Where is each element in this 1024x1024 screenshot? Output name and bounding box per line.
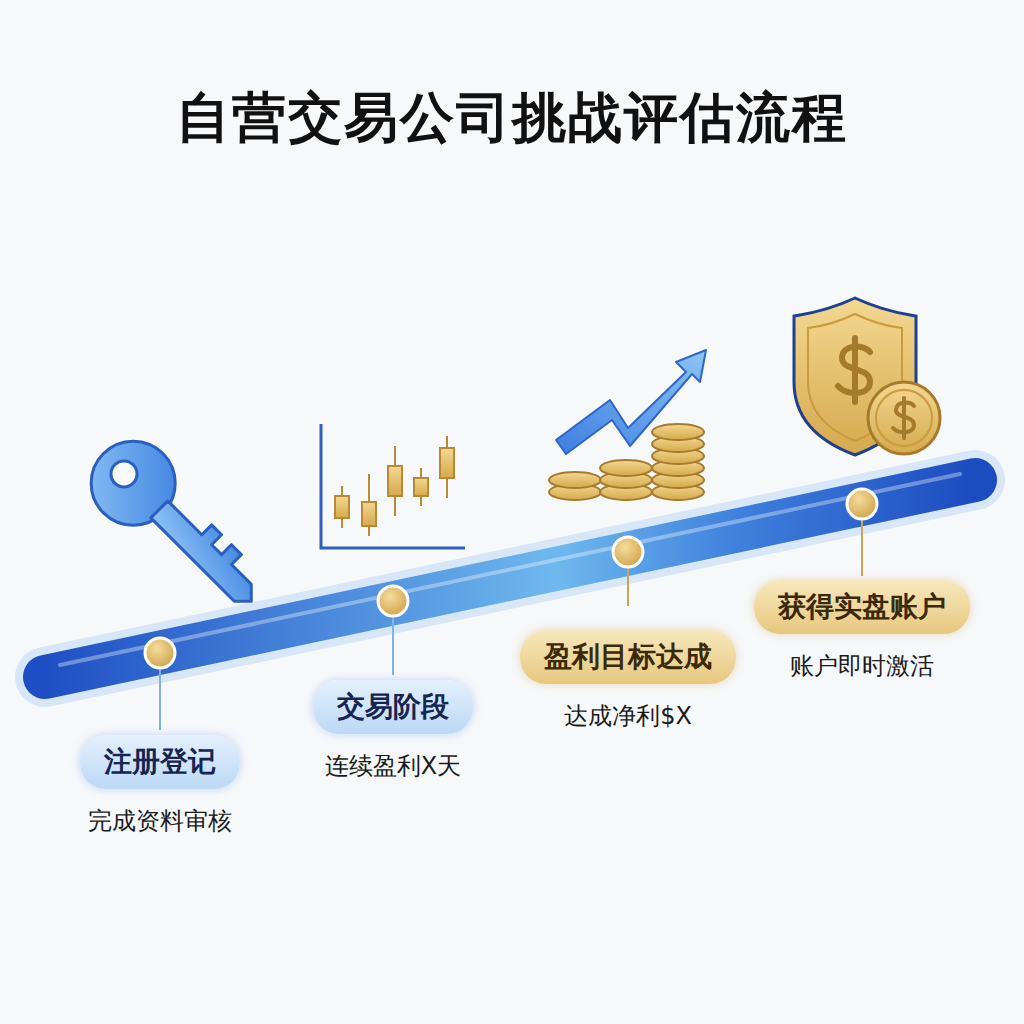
stage-label: 交易阶段 <box>313 680 473 734</box>
stage-label: 注册登记 <box>80 735 240 789</box>
stage-description: 达成净利$X <box>564 700 692 732</box>
shield-icon <box>794 298 940 455</box>
diagram-title: 自营交易公司挑战评估流程 <box>0 82 1024 155</box>
candlestick-icon <box>321 424 465 548</box>
stage-label: 盈利目标达成 <box>520 630 736 684</box>
stage-node: 交易阶段连续盈利X天 <box>313 680 473 782</box>
stage-description: 完成资料审核 <box>88 805 232 837</box>
stage-node: 获得实盘账户账户即时激活 <box>754 580 970 682</box>
stage-node: 盈利目标达成达成净利$X <box>520 630 736 732</box>
stage-node: 注册登记完成资料审核 <box>80 735 240 837</box>
stage-description: 账户即时激活 <box>790 650 934 682</box>
key-icon <box>74 424 281 631</box>
coins-arrow-icon <box>549 350 706 500</box>
stage-description: 连续盈利X天 <box>325 750 461 782</box>
stage-label: 获得实盘账户 <box>754 580 970 634</box>
